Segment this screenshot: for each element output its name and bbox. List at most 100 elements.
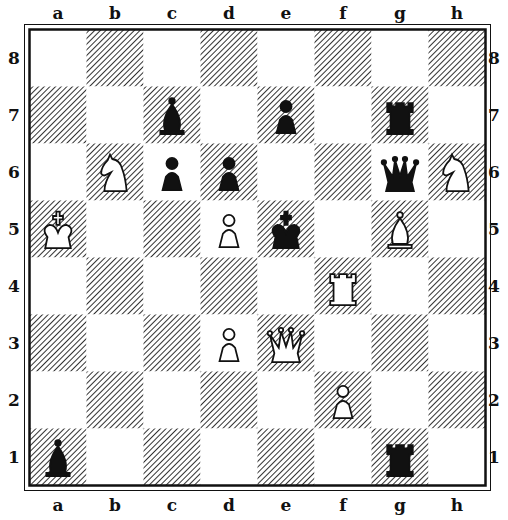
dark-square [87,258,144,315]
coordinate-label: f [339,5,346,22]
dark-square [30,315,87,372]
board-border [30,30,486,486]
light-square [30,144,87,201]
coordinate-label: g [394,5,406,22]
white-pawn [220,329,239,361]
dark-square [429,30,486,87]
white-pawn [220,215,239,247]
dark-square [372,429,429,486]
coordinate-label: 8 [8,50,20,67]
black-bishop [46,440,69,476]
light-square [429,87,486,144]
dark-square [315,372,372,429]
coordinate-label: 4 [8,278,20,295]
light-square [144,30,201,87]
dark-square [144,201,201,258]
light-square [429,429,486,486]
light-square [201,87,258,144]
coordinate-label: 6 [488,164,500,181]
dark-square [144,429,201,486]
coordinate-label: b [109,497,121,514]
light-square [87,201,144,258]
dark-square [315,258,372,315]
light-square [87,87,144,144]
dark-square [201,144,258,201]
dark-square [315,30,372,87]
dark-square [30,87,87,144]
light-square [144,258,201,315]
dark-square [429,372,486,429]
dark-square [429,258,486,315]
light-square [258,30,315,87]
coordinate-label: 6 [8,164,20,181]
coordinate-label: d [223,497,235,514]
coordinate-label: 3 [488,335,500,352]
coordinate-label: 5 [488,221,500,238]
white-knight [101,155,127,192]
light-square [372,144,429,201]
board-frame [25,25,491,491]
black-pawn [277,101,296,133]
coordinate-label: a [52,5,63,22]
black-bishop [160,98,183,134]
light-square [372,372,429,429]
dark-square [315,144,372,201]
white-king [45,212,72,249]
light-square [144,144,201,201]
coordinate-label: 1 [8,449,20,466]
dark-square [258,315,315,372]
light-square [315,201,372,258]
coordinate-label: 5 [8,221,20,238]
light-square [201,315,258,372]
white-rook [330,274,356,305]
light-square [429,201,486,258]
coordinate-label: g [394,497,406,514]
dark-square [258,429,315,486]
white-knight [443,155,469,192]
coordinate-label: 1 [488,449,500,466]
chess-pieces [45,98,469,476]
coordinate-label: 7 [488,107,500,124]
light-square [144,372,201,429]
coordinate-label: a [52,497,63,514]
black-queen [382,157,419,191]
dark-square [30,201,87,258]
light-square [372,30,429,87]
coordinate-label: 4 [488,278,500,295]
dark-square [372,87,429,144]
dark-square [30,429,87,486]
light-square [87,429,144,486]
dark-square [372,315,429,372]
dark-square [429,144,486,201]
light-square [30,258,87,315]
black-rook [387,103,413,134]
light-square [315,315,372,372]
light-square [30,372,87,429]
dark-square [201,30,258,87]
dark-square [201,372,258,429]
light-square [429,315,486,372]
light-square [258,144,315,201]
dark-square [201,258,258,315]
coordinate-label: h [451,497,463,514]
light-square [201,201,258,258]
dark-square [144,315,201,372]
white-pawn [334,386,353,418]
black-pawn [163,158,182,190]
coordinate-label: b [109,5,121,22]
light-square [30,30,87,87]
light-square [87,315,144,372]
coordinate-label: e [281,497,292,514]
coordinate-label: 2 [8,392,20,409]
dark-square [144,87,201,144]
coordinate-label: c [167,497,177,514]
light-square [315,429,372,486]
black-pawn [220,158,239,190]
dark-square [87,30,144,87]
light-square [201,429,258,486]
coordinate-label: h [451,5,463,22]
coordinate-label: 2 [488,392,500,409]
coordinate-label: e [281,5,292,22]
light-square [258,372,315,429]
